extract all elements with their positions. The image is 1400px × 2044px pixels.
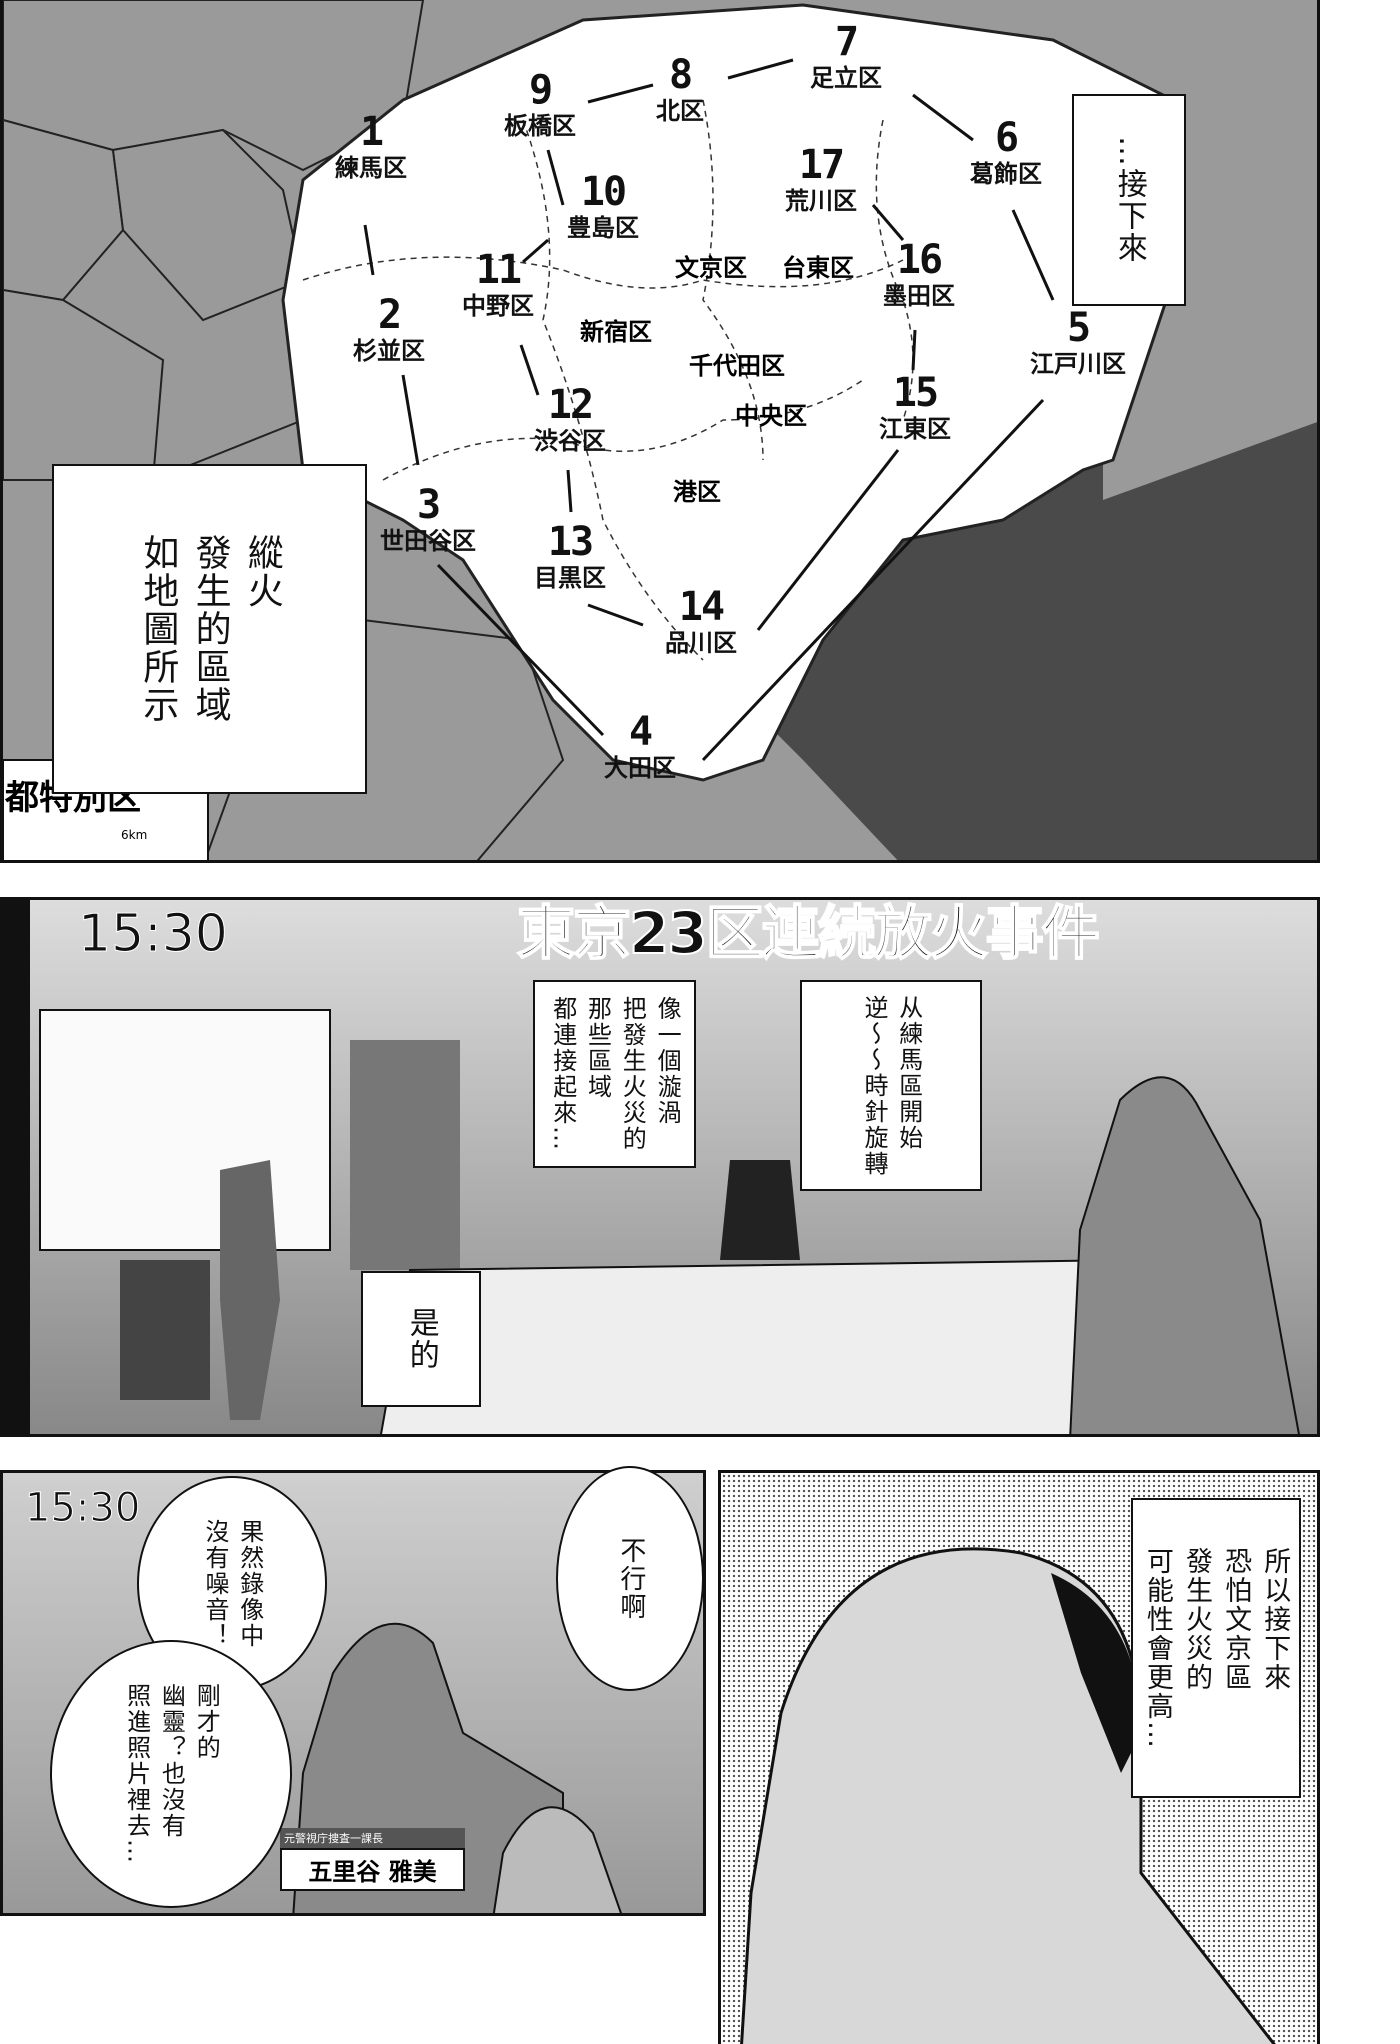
speech-text: 剛才的幽靈？也沒有照進照片裡去… bbox=[122, 1683, 221, 1865]
route-arrows bbox=[363, 58, 1055, 762]
studio-map-screen bbox=[39, 1009, 331, 1251]
ward-label-taito: 台東区 bbox=[782, 254, 854, 282]
name-title: 元警視庁捜査一課長 bbox=[280, 1828, 465, 1848]
speech-text: 不行啊 bbox=[615, 1536, 646, 1621]
commentator-figure bbox=[1069, 1076, 1300, 1434]
speech-box-counterclockwise: 从練馬區開始逆〜〜時針旋轉 bbox=[800, 980, 982, 1191]
caption-box-bunkyo-risk: 所以接下來恐怕文京區發生火災的可能性會更高… bbox=[1131, 1498, 1301, 1798]
caption-text: 縱火發生的區域如地圖所示 bbox=[137, 534, 283, 724]
name-plate: 元警視庁捜査一課長 五里谷 雅美 bbox=[280, 1828, 465, 1891]
speech-text: 像一個漩渦把發生火災的那些區域都連接起來… bbox=[548, 996, 682, 1152]
broadcast-clock: 15:30 bbox=[78, 904, 229, 965]
news-studio-panel: 15:30 東京23区連続放火事件 像一個漩渦把發生火災的那些區域都連接起來… … bbox=[0, 897, 1320, 1437]
ward-borders bbox=[302, 99, 914, 661]
speech-text: 是的 bbox=[403, 1307, 439, 1371]
ward-label-minato: 港区 bbox=[673, 478, 721, 506]
caption-box-next: …接下來 bbox=[1072, 94, 1186, 306]
headline-banner: 東京23区連続放火事件 bbox=[516, 899, 1101, 967]
ward-label-shinjuku: 新宿区 bbox=[580, 318, 652, 346]
broadcast-clock: 15:30 bbox=[24, 1485, 141, 1532]
speech-box-swirl: 像一個漩渦把發生火災的那些區域都連接起來… bbox=[533, 980, 696, 1168]
speech-bubble-ghost: 剛才的幽靈？也沒有照進照片裡去… bbox=[50, 1640, 292, 1908]
presenter-figure bbox=[220, 1160, 280, 1420]
blonde-character bbox=[492, 1806, 622, 1913]
scale-label: 6km bbox=[121, 828, 148, 842]
closeup-panel: 所以接下來恐怕文京區發生火災的可能性會更高… bbox=[718, 1470, 1320, 2044]
ward-label-bunkyo: 文京区 bbox=[675, 254, 747, 282]
speech-bubble-no-good: 不行啊 bbox=[556, 1466, 704, 1691]
speech-text: 果然錄像中沒有噪音！ bbox=[201, 1518, 264, 1649]
caption-text: …接下來 bbox=[1111, 136, 1147, 264]
ward-label-chuo: 中央区 bbox=[735, 402, 807, 430]
ward-label-chiyoda: 千代田区 bbox=[689, 352, 785, 380]
studio-scene bbox=[39, 1009, 1300, 1434]
monitor-stand bbox=[120, 1260, 210, 1400]
anchor-figure bbox=[720, 1160, 800, 1260]
hair bbox=[1051, 1573, 1141, 1773]
speech-box-yes: 是的 bbox=[361, 1271, 481, 1407]
brick-wall bbox=[350, 1040, 460, 1270]
name-text: 五里谷 雅美 bbox=[280, 1848, 465, 1891]
caption-text: 所以接下來恐怕文京區發生火災的可能性會更高… bbox=[1141, 1546, 1291, 1750]
speech-text: 从練馬區開始逆〜〜時針旋轉 bbox=[860, 994, 923, 1177]
caption-box-arson-areas: 縱火發生的區域如地圖所示 bbox=[52, 464, 367, 794]
